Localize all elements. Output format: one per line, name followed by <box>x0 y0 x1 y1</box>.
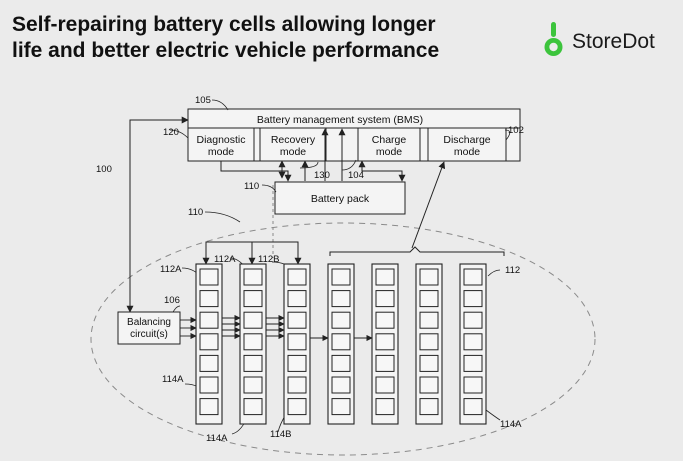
ref-balancing: 106 <box>164 295 180 306</box>
sub-cell <box>331 354 351 372</box>
sub-cell <box>199 311 219 329</box>
sub-cell <box>199 398 219 416</box>
sub-cell <box>287 333 307 351</box>
sub-cell <box>463 398 483 416</box>
mode-discharge-line1: Discharge <box>443 134 490 146</box>
sub-cell <box>287 311 307 329</box>
mode-diagnostic-line1: Diagnostic <box>196 134 245 146</box>
sub-cell <box>287 354 307 372</box>
sub-cell <box>243 311 263 329</box>
sub-cell <box>331 333 351 351</box>
battery-pack-label: Battery pack <box>311 193 370 205</box>
sub-cell <box>243 376 263 394</box>
cell-link-arrows <box>202 241 302 265</box>
sub-cell <box>243 333 263 351</box>
ref-charge: 104 <box>348 170 364 181</box>
cell-columns <box>195 263 487 425</box>
sub-cell <box>463 376 483 394</box>
cell-group-brace <box>329 246 505 256</box>
sub-cell <box>419 333 439 351</box>
mode-charge-line1: Charge <box>372 134 407 146</box>
pack-region-outline <box>90 222 596 456</box>
ref-sub-bottom-a: 114A <box>206 433 228 444</box>
mode-recovery-line1: Recovery <box>271 134 316 146</box>
ref-cell-top-a: 112A <box>214 254 236 265</box>
battery-pack-box <box>274 181 406 215</box>
mode-diagnostic-line2: mode <box>208 146 234 158</box>
storedot-logo-icon <box>544 22 563 56</box>
mode-recovery-line2: mode <box>280 146 306 158</box>
mode-charge-line2: mode <box>376 146 402 158</box>
sub-cell <box>375 398 395 416</box>
sub-cell <box>463 333 483 351</box>
ref-pack-region: 110 <box>188 207 203 218</box>
sub-cell <box>331 311 351 329</box>
sub-cell <box>375 268 395 286</box>
ref-cell-right: 112 <box>505 265 520 276</box>
headline-line-2: life and better electric vehicle perform… <box>12 39 440 62</box>
sub-cell <box>375 376 395 394</box>
ref-cell-top-b: 112B <box>258 254 279 265</box>
sub-cell <box>243 398 263 416</box>
sub-cell <box>463 290 483 308</box>
control-arrows <box>220 128 406 182</box>
sub-cell <box>463 311 483 329</box>
mode-discharge-line2: mode <box>454 146 480 158</box>
sub-cell <box>331 268 351 286</box>
sub-cell <box>375 311 395 329</box>
ref-sub-bottom-b: 114B <box>270 429 291 440</box>
sub-cell <box>199 290 219 308</box>
ref-recovery: 130 <box>314 170 330 181</box>
balancing-links <box>180 314 373 342</box>
sub-cell <box>243 290 263 308</box>
sub-cell <box>331 290 351 308</box>
balancing-line1: Balancing <box>127 317 171 328</box>
sub-cell <box>463 268 483 286</box>
sub-cell <box>419 376 439 394</box>
ref-battery-pack: 110 <box>244 181 259 192</box>
sub-cell <box>419 268 439 286</box>
sub-cell <box>199 354 219 372</box>
sub-cell <box>287 268 307 286</box>
bms-label: Battery management system (BMS) <box>257 114 423 126</box>
system-feedback-loop <box>126 116 189 313</box>
sub-cell <box>243 268 263 286</box>
sub-cell <box>199 376 219 394</box>
balancing-line2: circuit(s) <box>130 329 168 340</box>
sub-cell <box>419 311 439 329</box>
sub-cell <box>419 398 439 416</box>
ref-bms: 105 <box>195 95 211 106</box>
sub-cell <box>287 290 307 308</box>
sub-cell <box>243 354 263 372</box>
headline: Self-repairing battery cells allowing lo… <box>12 12 439 64</box>
ref-cell-top-left: 112A <box>160 264 182 275</box>
brand-logo: StoreDot <box>540 22 675 62</box>
ref-system: 100 <box>96 164 112 175</box>
sub-cell <box>463 354 483 372</box>
ref-diagnostic: 120 <box>163 127 179 138</box>
sub-cell <box>375 354 395 372</box>
ref-sub-right: 114A <box>500 419 522 430</box>
sub-cell <box>331 398 351 416</box>
sub-cell <box>375 290 395 308</box>
sub-cell <box>199 333 219 351</box>
mode-box-discharge <box>427 127 507 162</box>
sub-cell <box>199 268 219 286</box>
sub-cell <box>331 376 351 394</box>
mode-box-recovery <box>259 127 327 162</box>
sub-cell <box>419 354 439 372</box>
sub-cell <box>375 333 395 351</box>
sub-cell <box>287 398 307 416</box>
sub-cell <box>419 290 439 308</box>
ref-discharge: 102 <box>508 125 524 136</box>
sub-cell <box>287 376 307 394</box>
headline-line-1: Self-repairing battery cells allowing lo… <box>12 13 436 36</box>
discharge-link-arrow <box>411 161 446 249</box>
ref-sub-left: 114A <box>162 374 184 385</box>
brand-name: StoreDot <box>572 30 655 53</box>
